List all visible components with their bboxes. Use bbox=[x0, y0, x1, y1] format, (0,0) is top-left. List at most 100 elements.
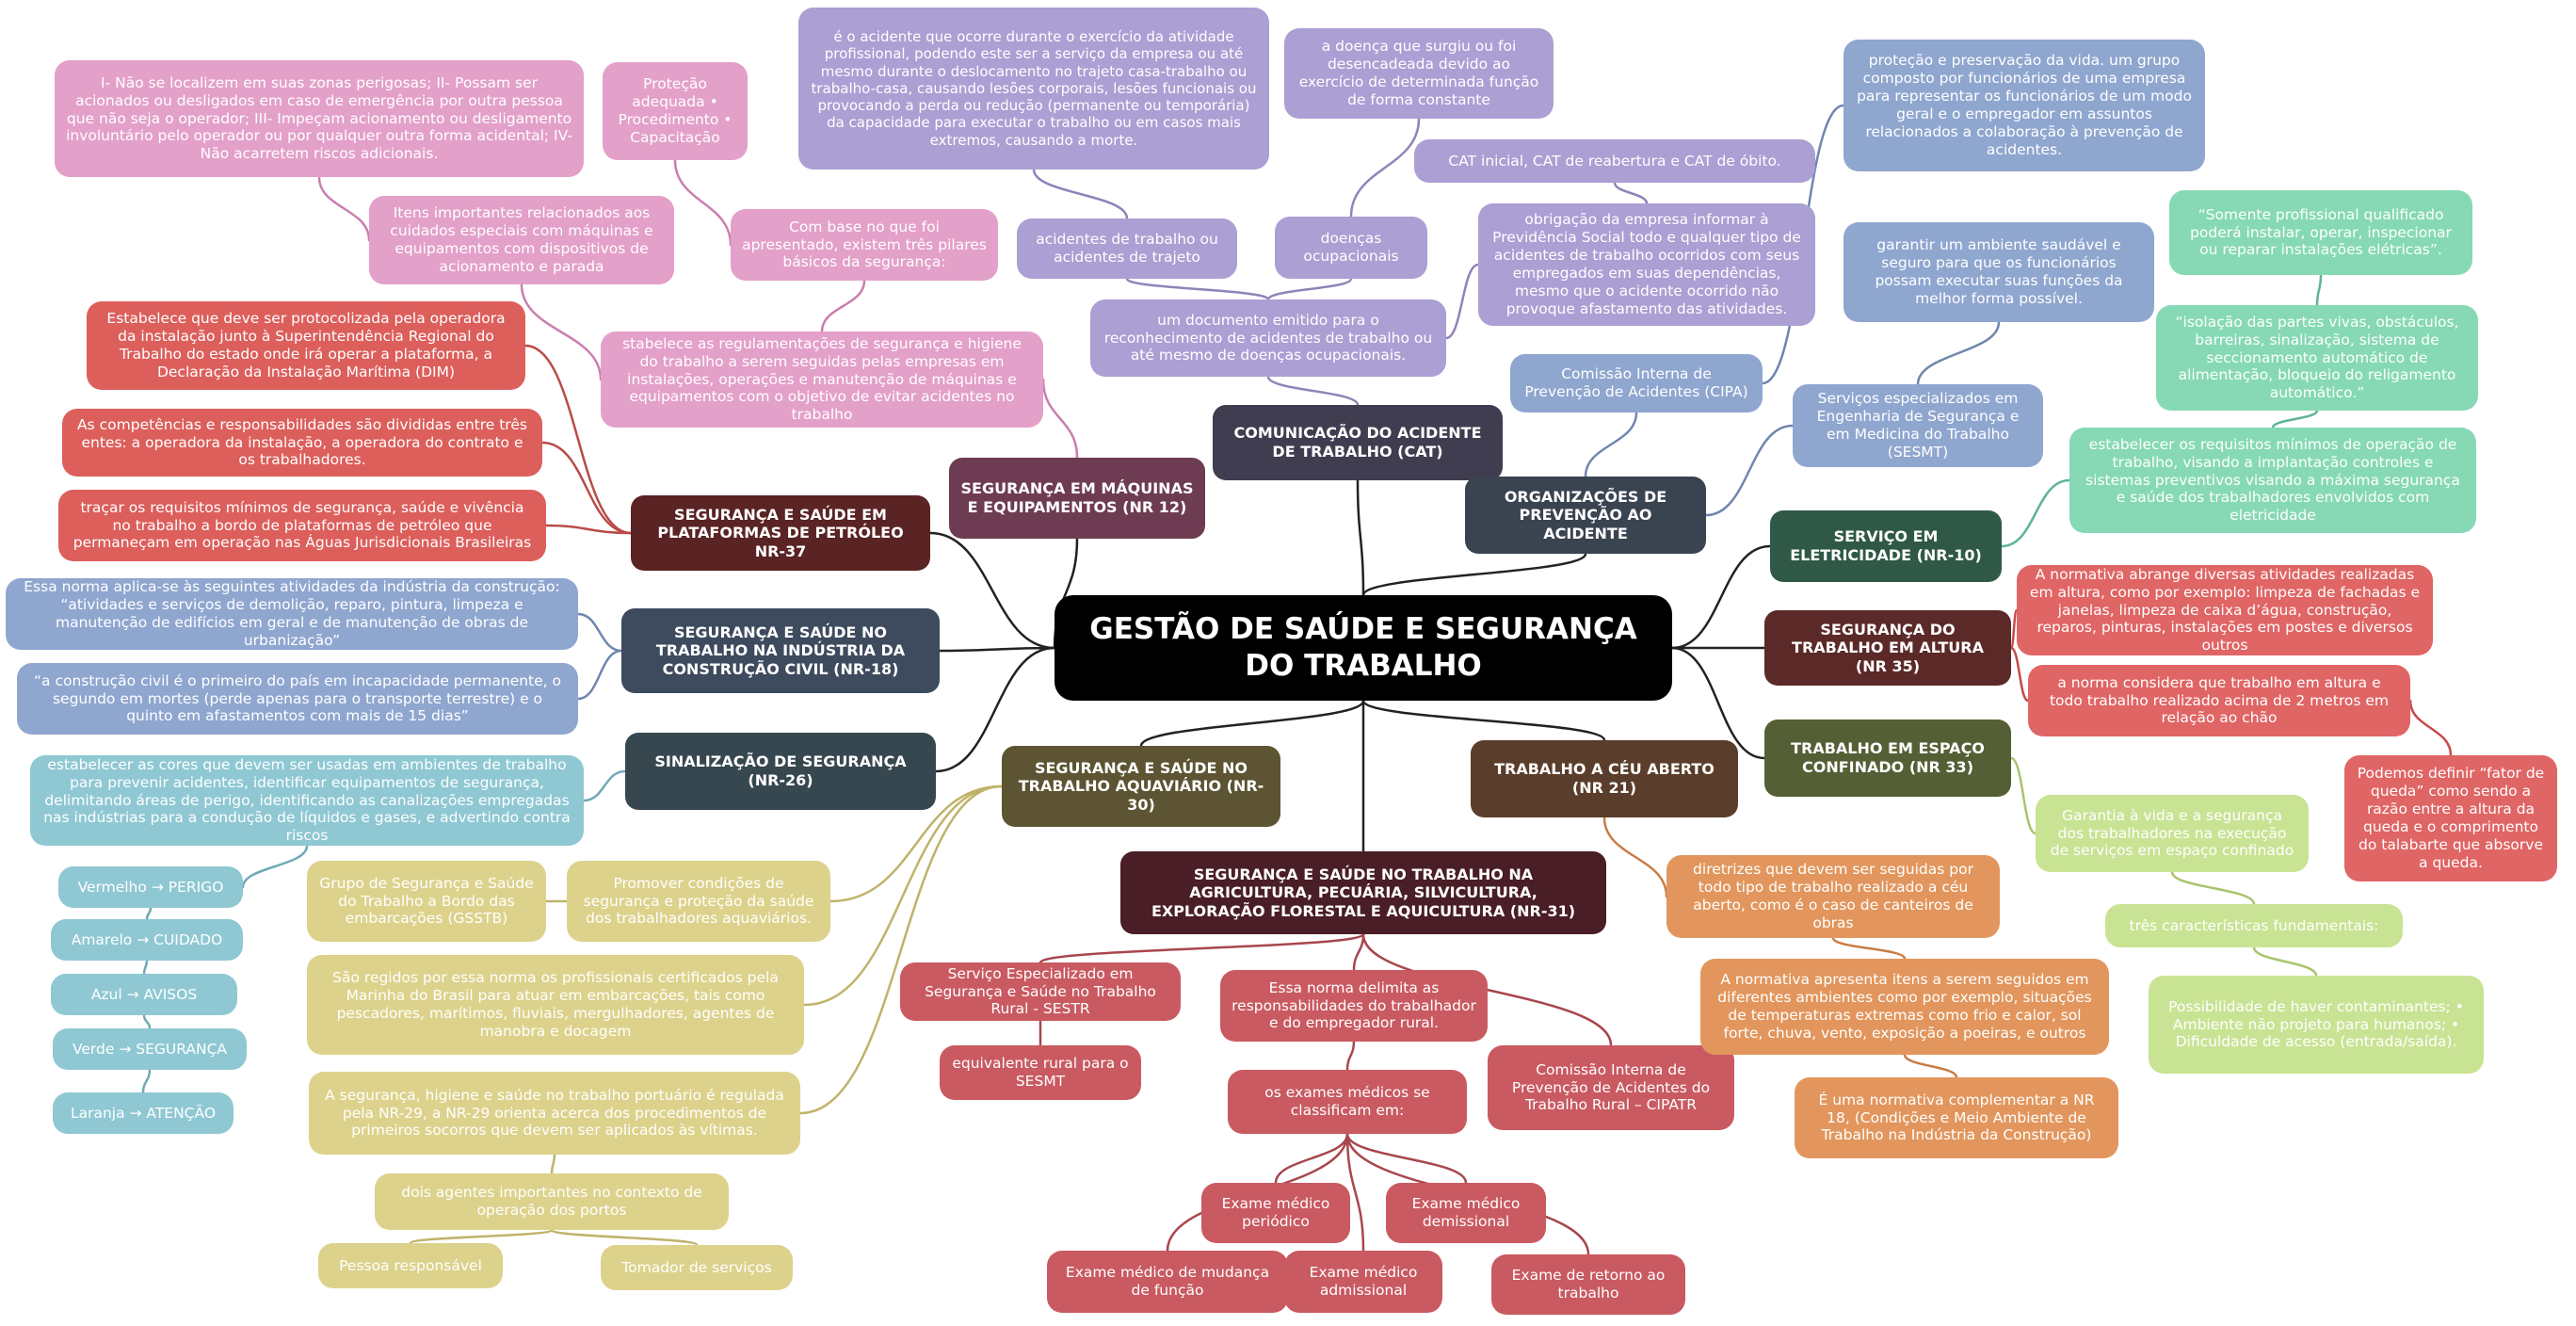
nr30-regidos[interactable]: São regidos por essa norma os profission… bbox=[307, 955, 804, 1055]
nr37-requisitos[interactable]: traçar os requisitos mínimos de seguranç… bbox=[58, 490, 546, 561]
nr37-protocolo-text: Estabelece que deve ser protocolizada pe… bbox=[106, 310, 506, 380]
connector-nr30-portuario-nr30-agentes bbox=[550, 1153, 556, 1175]
nr30-pessoa[interactable]: Pessoa responsável bbox=[318, 1243, 503, 1288]
org-sesmt[interactable]: Serviços especializados em Engenharia de… bbox=[1793, 384, 2043, 467]
connector-branch-nr26-nr26-cores-def bbox=[582, 769, 627, 802]
connector-root-node-branch-nr37 bbox=[928, 531, 1056, 650]
cat-acidentes-def[interactable]: é o acidente que ocorre durante o exercí… bbox=[798, 8, 1269, 170]
nr21-complementar[interactable]: É uma normativa complementar a NR 18, (C… bbox=[1795, 1077, 2118, 1158]
org-sesmt-def-text: garantir um ambiente saudável e seguro p… bbox=[1875, 236, 2123, 307]
nr33-garantia[interactable]: Garantia à vida e a segurança dos trabal… bbox=[2036, 795, 2309, 872]
branch-cat[interactable]: COMUNICAÇÃO DO ACIDENTE DE TRABALHO (CAT… bbox=[1213, 405, 1503, 480]
branch-org[interactable]: ORGANIZAÇÕES DE PREVENÇÃO AO ACIDENTE bbox=[1465, 477, 1706, 554]
nr31-exames[interactable]: os exames médicos se classificam em: bbox=[1228, 1070, 1467, 1134]
nr26-cor-amarelo[interactable]: Amarelo → CUIDADO bbox=[51, 919, 243, 961]
nr31-demissional-text: Exame médico demissional bbox=[1411, 1195, 1521, 1230]
nr30-promover[interactable]: Promover condições de segurança e proteç… bbox=[567, 861, 830, 942]
nr31-equivalente[interactable]: equivalente rural para o SESMT bbox=[940, 1045, 1141, 1100]
nr35-abrange-text: A normativa abrange diversas atividades … bbox=[2029, 565, 2421, 655]
connector-branch-nr10-nr10-requisitos bbox=[2000, 478, 2071, 548]
nr10-requisitos[interactable]: estabelecer os requisitos mínimos de ope… bbox=[2069, 428, 2476, 533]
nr31-delimita[interactable]: Essa norma delimita as responsabilidades… bbox=[1220, 970, 1488, 1042]
branch-nr33[interactable]: TRABALHO EM ESPAÇO CONFINADO (NR 33) bbox=[1764, 720, 2011, 797]
nr31-demissional[interactable]: Exame médico demissional bbox=[1386, 1183, 1546, 1243]
maquinas-itens-lista[interactable]: I- Não se localizem em suas zonas perigo… bbox=[55, 60, 584, 177]
cat-doencas[interactable]: doenças ocupacionais bbox=[1275, 217, 1427, 279]
maquinas-pilares-lista[interactable]: Proteção adequada • Procedimento • Capac… bbox=[603, 62, 748, 160]
nr31-sestr[interactable]: Serviço Especializado em Segurança e Saú… bbox=[900, 962, 1181, 1021]
connector-branch-nr31-nr31-delimita bbox=[1352, 932, 1365, 972]
cat-tipos[interactable]: CAT inicial, CAT de reabertura e CAT de … bbox=[1414, 139, 1815, 183]
nr21-apresenta[interactable]: A normativa apresenta itens a serem segu… bbox=[1700, 959, 2109, 1055]
cat-acidentes-def-text: é o acidente que ocorre durante o exercí… bbox=[811, 27, 1257, 149]
nr35-considera-text: a norma considera que trabalho em altura… bbox=[2049, 673, 2389, 727]
nr31-retorno[interactable]: Exame de retorno ao trabalho bbox=[1491, 1254, 1685, 1315]
nr31-equivalente-text: equivalente rural para o SESMT bbox=[952, 1055, 1129, 1090]
connector-branch-nr37-nr37-requisitos bbox=[544, 524, 633, 535]
nr10-profissional[interactable]: “Somente profissional qualificado poderá… bbox=[2169, 190, 2472, 275]
nr18-aplica[interactable]: Essa norma aplica-se às seguintes ativid… bbox=[6, 578, 578, 650]
branch-nr26[interactable]: SINALIZAÇÃO DE SEGURANÇA (NR-26) bbox=[625, 733, 936, 810]
nr31-periodico[interactable]: Exame médico periódico bbox=[1201, 1183, 1350, 1243]
nr21-apresenta-text: A normativa apresenta itens a serem segu… bbox=[1717, 971, 2092, 1042]
nr33-caracteristicas[interactable]: três características fundamentais: bbox=[2105, 904, 2403, 947]
connector-branch-cat-cat-documento bbox=[1266, 375, 1360, 407]
nr21-complementar-text: É uma normativa complementar a NR 18, (C… bbox=[1818, 1091, 2095, 1144]
nr33-lista[interactable]: Possibilidade de haver contaminantes; • … bbox=[2149, 976, 2484, 1074]
nr30-tomador[interactable]: Tomador de serviços bbox=[601, 1245, 793, 1290]
connector-root-node-branch-nr21 bbox=[1361, 699, 1606, 742]
connector-nr33-garantia-nr33-caracteristicas bbox=[2170, 870, 2256, 906]
nr31-admissional[interactable]: Exame médico admissional bbox=[1284, 1251, 1442, 1313]
branch-nr33-label: TRABALHO EM ESPAÇO CONFINADO (NR 33) bbox=[1791, 739, 1985, 776]
nr31-cipatr[interactable]: Comissão Interna de Prevenção de Acident… bbox=[1488, 1045, 1734, 1130]
branch-maquinas[interactable]: SEGURANÇA EM MÁQUINAS E EQUIPAMENTOS (NR… bbox=[949, 458, 1205, 539]
nr26-cor-verde[interactable]: Verde → SEGURANÇA bbox=[53, 1028, 247, 1070]
root-node[interactable]: GESTÃO DE SAÚDE E SEGURANÇA DO TRABALHO bbox=[1055, 595, 1672, 701]
org-sesmt-def[interactable]: garantir um ambiente saudável e seguro p… bbox=[1843, 222, 2154, 322]
cat-obrigacao[interactable]: obrigação da empresa informar à Previdên… bbox=[1478, 203, 1815, 326]
branch-maquinas-label: SEGURANÇA EM MÁQUINAS E EQUIPAMENTOS (NR… bbox=[960, 479, 1194, 516]
branch-nr18-label: SEGURANÇA E SAÚDE NO TRABALHO NA INDÚSTR… bbox=[655, 623, 906, 678]
branch-nr35-label: SEGURANÇA DO TRABALHO EM ALTURA (NR 35) bbox=[1792, 620, 1984, 675]
nr31-mudanca[interactable]: Exame médico de mudança de função bbox=[1047, 1251, 1288, 1313]
nr26-cores-def-text: estabelecer as cores que devem ser usada… bbox=[43, 755, 571, 845]
nr26-cores-def[interactable]: estabelecer as cores que devem ser usada… bbox=[30, 755, 584, 846]
nr30-portuario-text: A segurança, higiene e saúde no trabalho… bbox=[325, 1086, 784, 1140]
branch-nr30[interactable]: SEGURANÇA E SAÚDE NO TRABALHO AQUAVIÁRIO… bbox=[1002, 746, 1280, 827]
maquinas-pilares[interactable]: Com base no que foi apresentado, existem… bbox=[731, 209, 998, 281]
nr30-portuario[interactable]: A segurança, higiene e saúde no trabalho… bbox=[309, 1072, 800, 1155]
nr21-diretrizes[interactable]: diretrizes que devem ser seguidas por to… bbox=[1666, 855, 2000, 938]
nr37-protocolo[interactable]: Estabelece que deve ser protocolizada pe… bbox=[87, 301, 525, 390]
nr21-diretrizes-text: diretrizes que devem ser seguidas por to… bbox=[1693, 861, 1973, 931]
branch-nr37[interactable]: SEGURANÇA E SAÚDE EM PLATAFORMAS DE PETR… bbox=[631, 495, 930, 571]
org-cipa[interactable]: Comissão Interna de Prevenção de Acident… bbox=[1510, 354, 1763, 412]
nr35-abrange[interactable]: A normativa abrange diversas atividades … bbox=[2017, 565, 2433, 655]
nr35-fator[interactable]: Podemos definir “fator de queda” como se… bbox=[2344, 755, 2557, 881]
branch-nr18[interactable]: SEGURANÇA E SAÚDE NO TRABALHO NA INDÚSTR… bbox=[621, 608, 940, 693]
branch-nr31[interactable]: SEGURANÇA E SAÚDE NO TRABALHO NA AGRICUL… bbox=[1120, 851, 1606, 934]
nr10-isolacao-text: “isolação das partes vivas, obstáculos, … bbox=[2175, 313, 2459, 402]
connector-branch-nr33-nr33-garantia bbox=[2009, 756, 2037, 835]
nr26-cor-azul[interactable]: Azul → AVISOS bbox=[51, 974, 237, 1015]
maquinas-itens[interactable]: Itens importantes relacionados aos cuida… bbox=[369, 196, 674, 284]
branch-nr10[interactable]: SERVIÇO EM ELETRICIDADE (NR-10) bbox=[1770, 510, 2002, 582]
nr30-gsstb[interactable]: Grupo de Segurança e Saúde do Trabalho a… bbox=[307, 861, 546, 942]
nr35-considera[interactable]: a norma considera que trabalho em altura… bbox=[2028, 665, 2410, 736]
cat-documento[interactable]: um documento emitido para o reconhecimen… bbox=[1090, 299, 1446, 377]
cat-acidentes[interactable]: acidentes de trabalho ou acidentes de tr… bbox=[1017, 218, 1237, 279]
nr30-agentes[interactable]: dois agentes importantes no contexto de … bbox=[375, 1173, 729, 1230]
branch-nr21[interactable]: TRABALHO A CÉU ABERTO (NR 21) bbox=[1471, 740, 1738, 817]
nr26-cor-vermelho[interactable]: Vermelho → PERIGO bbox=[58, 866, 243, 908]
connector-branch-maquinas-maquinas-estabelece bbox=[1041, 378, 1079, 460]
branch-nr37-label: SEGURANÇA E SAÚDE EM PLATAFORMAS DE PETR… bbox=[657, 505, 904, 560]
nr10-isolacao[interactable]: “isolação das partes vivas, obstáculos, … bbox=[2156, 305, 2478, 411]
maquinas-estabelece[interactable]: stabelece as regulamentações de seguranç… bbox=[601, 332, 1043, 428]
nr26-cor-laranja[interactable]: Laranja → ATENÇÃO bbox=[53, 1092, 233, 1134]
nr18-estatistica[interactable]: “a construção civil é o primeiro do país… bbox=[17, 663, 578, 735]
connector-branch-nr30-nr30-portuario bbox=[798, 784, 1004, 1115]
branch-nr35[interactable]: SEGURANÇA DO TRABALHO EM ALTURA (NR 35) bbox=[1764, 610, 2011, 686]
org-cipa-def[interactable]: proteção e preservação da vida. um grupo… bbox=[1843, 40, 2205, 171]
cat-doencas-def[interactable]: a doença que surgiu ou foi desencadeada … bbox=[1284, 28, 1554, 119]
connector-root-node-branch-nr18 bbox=[938, 646, 1056, 653]
nr37-competencias[interactable]: As competências e responsabilidades são … bbox=[62, 409, 542, 477]
